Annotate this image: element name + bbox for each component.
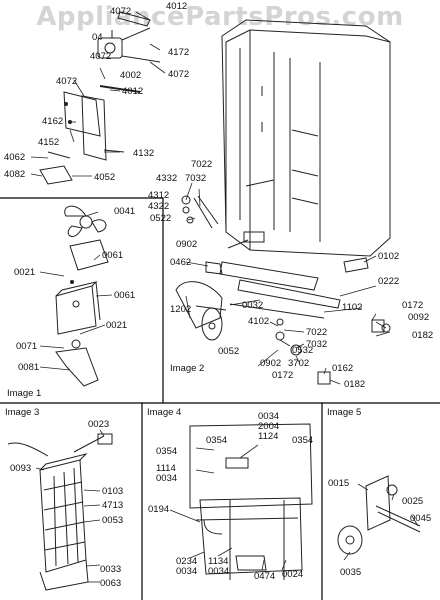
part-label: 4002 [120, 70, 142, 81]
part-label: 1124 [258, 431, 279, 442]
caption-image-2: Image 2 [170, 363, 205, 374]
part-label: 0035 [340, 567, 362, 578]
part-label: 0902 [260, 358, 282, 369]
part-label: 0222 [378, 276, 400, 287]
freezer-liner [189, 423, 313, 580]
part-label: 0172 [402, 300, 424, 311]
part-label: 0081 [18, 362, 40, 373]
part-label: 4072 [168, 69, 190, 80]
part-label: 0172 [272, 370, 294, 381]
part-label: 3702 [288, 358, 310, 369]
part-label: 0015 [328, 478, 350, 489]
part-label: 4052 [94, 172, 116, 183]
part-label: 04 [92, 32, 103, 43]
part-label: 0354 [156, 446, 178, 457]
part-label: 4072 [110, 6, 132, 17]
cabinet-drawing [221, 19, 391, 273]
part-label: 4062 [4, 152, 26, 163]
watermark: AppliancePartsPros.com [36, 2, 404, 32]
part-label: 0053 [102, 515, 124, 526]
damper-motor [337, 475, 421, 555]
caption-image-5: Image 5 [327, 407, 362, 418]
part-label: 0093 [10, 463, 32, 474]
part-label: 4072 [90, 51, 112, 62]
part-label: 4152 [38, 137, 60, 148]
part-label: 0045 [410, 513, 432, 524]
part-label: 0522 [150, 213, 172, 224]
part-label: 0041 [114, 206, 136, 217]
caption-image-4: Image 4 [147, 407, 182, 418]
part-label: 0061 [114, 290, 136, 301]
part-label: 0092 [408, 312, 430, 323]
part-label: 0462 [170, 257, 192, 268]
part-label: 0474 [254, 571, 276, 582]
part-label: 0052 [218, 346, 240, 357]
part-label: 0033 [100, 564, 122, 575]
part-label: 7022 [191, 159, 213, 170]
part-label: 0032 [242, 300, 264, 311]
part-label: 4012 [122, 86, 144, 97]
part-label: 0021 [106, 320, 128, 331]
part-label: 4132 [133, 148, 155, 159]
part-label: 0162 [332, 363, 354, 374]
part-label: 4102 [248, 316, 270, 327]
part-label: 1102 [342, 302, 363, 313]
part-label: 0034 [258, 411, 280, 422]
part-label: 0902 [176, 239, 198, 250]
condenser-fan-assembly [55, 205, 109, 387]
part-label: 4172 [168, 47, 190, 58]
caption-image-3: Image 3 [5, 407, 40, 418]
part-label: 7032 [185, 173, 207, 184]
part-label: 0182 [344, 379, 366, 390]
part-label: 1202 [170, 304, 192, 315]
part-label: 4322 [148, 201, 170, 212]
part-label: 0071 [16, 341, 38, 352]
part-label: 0024 [282, 569, 304, 580]
evaporator-coil [7, 433, 113, 591]
part-label: 0354 [206, 435, 228, 446]
part-label: 0023 [88, 419, 110, 430]
part-label: 0034 [156, 473, 178, 484]
part-label: 0061 [102, 250, 124, 261]
part-label: 4162 [42, 116, 64, 127]
caption-image-1: Image 1 [7, 388, 42, 399]
part-label: 4713 [102, 500, 124, 511]
panel-borders [0, 197, 440, 600]
part-label: 0034 [176, 566, 198, 577]
part-label: 7032 [306, 339, 328, 350]
part-label: 0354 [292, 435, 314, 446]
part-label: 0034 [208, 566, 230, 577]
part-label: 2004 [258, 421, 280, 432]
part-label: 0025 [402, 496, 424, 507]
part-label: 0021 [14, 267, 36, 278]
part-label: 1134 [208, 556, 229, 567]
part-label: 0532 [292, 345, 314, 356]
part-label: 4332 [156, 173, 178, 184]
part-label: 7022 [306, 327, 328, 338]
leader-lines [30, 11, 419, 583]
part-label: 4312 [148, 190, 170, 201]
part-label: 0194 [148, 504, 170, 515]
base-components [175, 195, 391, 385]
part-label: 0102 [378, 251, 400, 262]
part-label: 1114 [156, 463, 176, 474]
part-label: 0182 [412, 330, 434, 341]
part-label: 0063 [100, 578, 122, 589]
part-label: 0234 [176, 556, 198, 567]
part-label: 4082 [4, 169, 26, 180]
part-label: 4072 [56, 76, 78, 87]
part-label: 0103 [102, 486, 124, 497]
part-label: 4012 [166, 1, 188, 12]
